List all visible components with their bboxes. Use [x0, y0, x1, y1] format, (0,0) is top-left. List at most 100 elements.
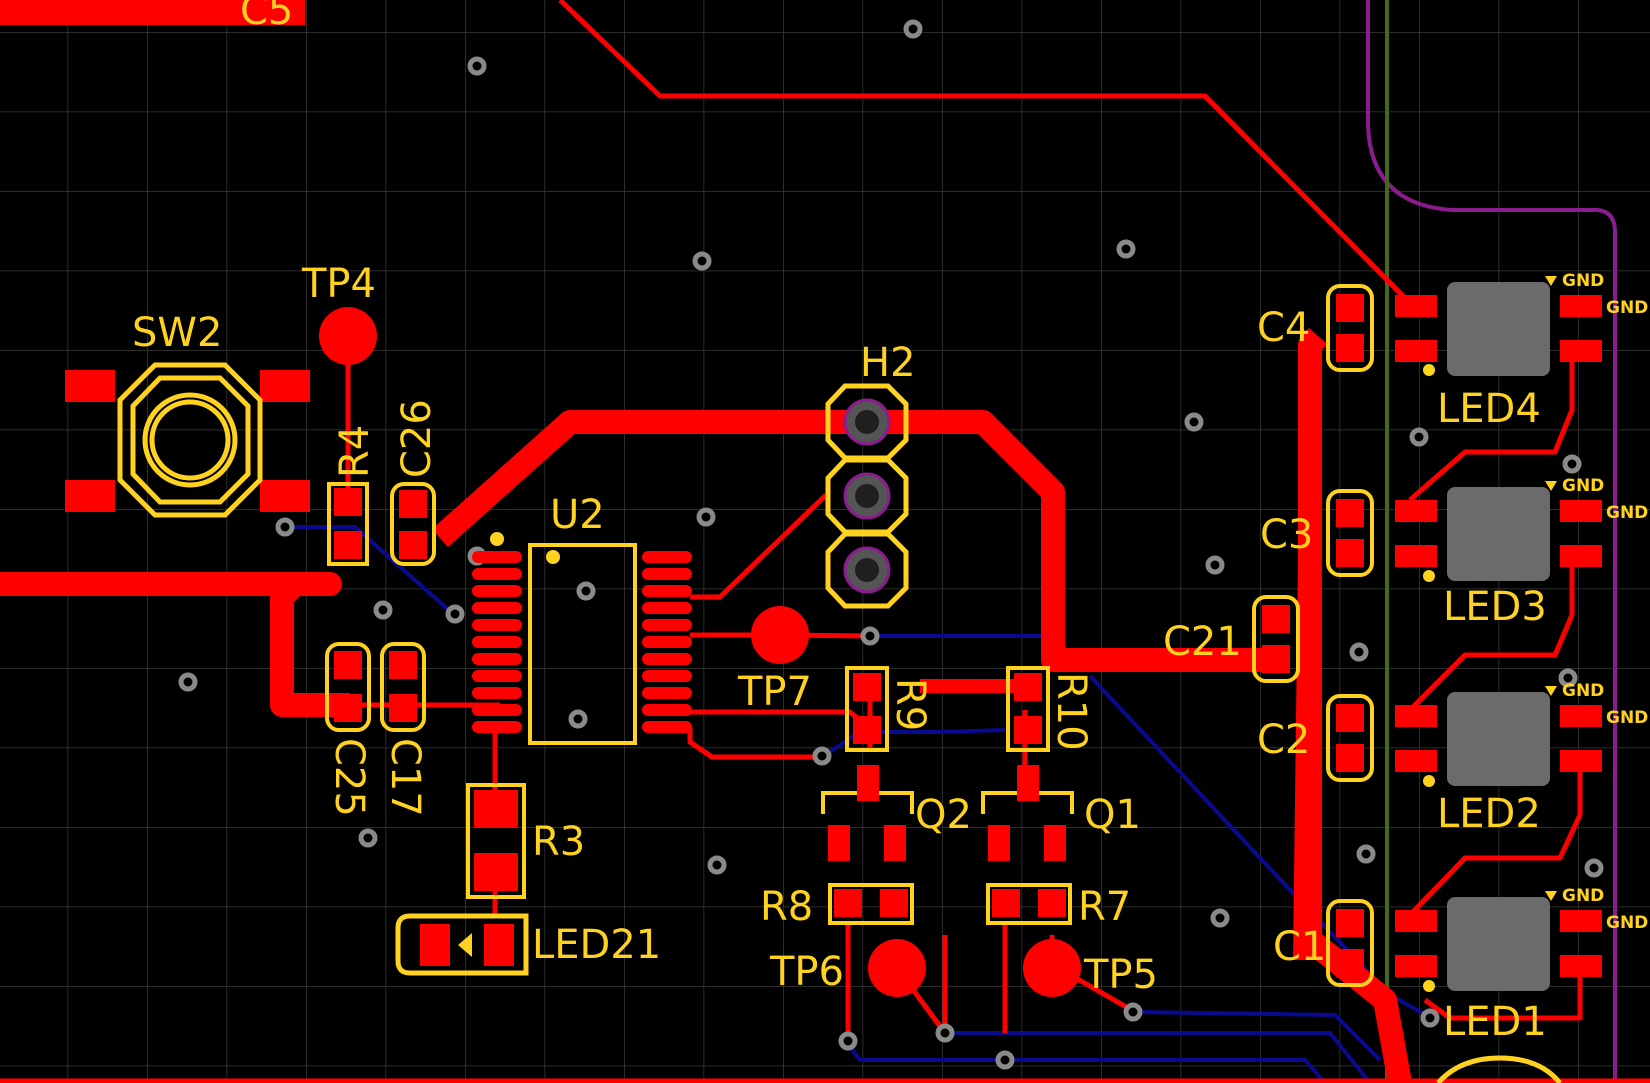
- silk-outline: [986, 883, 1072, 925]
- via: [692, 251, 712, 271]
- via: [1123, 1002, 1143, 1022]
- via: [576, 581, 596, 601]
- pad: [1560, 545, 1602, 567]
- pad: [853, 673, 881, 701]
- test-point-pad: [1023, 939, 1081, 997]
- pad: [474, 790, 518, 828]
- switch-actuator: [142, 392, 238, 488]
- r9-footprint[interactable]: [845, 666, 889, 752]
- pad: [1336, 294, 1364, 322]
- silk-outline: [466, 783, 526, 899]
- c2-footprint[interactable]: [1326, 694, 1374, 782]
- polarity-mark: [458, 933, 472, 957]
- r7-footprint[interactable]: [986, 883, 1072, 925]
- via: [1562, 454, 1582, 474]
- label-c4: C4: [1257, 305, 1310, 351]
- pad: [1336, 499, 1364, 527]
- tp5-footprint[interactable]: [1023, 939, 1081, 997]
- silk-outline: [395, 913, 529, 976]
- led-body: [1447, 897, 1550, 991]
- label-c2: C2: [1257, 717, 1310, 763]
- label-tp7: TP7: [737, 669, 812, 715]
- gnd-label: GND: [1606, 913, 1648, 933]
- via: [1184, 412, 1204, 432]
- r3-footprint[interactable]: [466, 783, 526, 899]
- silk-outline: [325, 642, 371, 732]
- partial-silk-outline: [1436, 1055, 1562, 1083]
- pad: [1395, 545, 1437, 567]
- pad: [474, 853, 518, 891]
- gnd-label: GND: [1606, 298, 1648, 318]
- pad: [1336, 539, 1364, 567]
- pad: [1395, 705, 1437, 727]
- led-body: [1447, 692, 1550, 786]
- pad: [1262, 605, 1290, 633]
- silk-outline: [845, 666, 889, 752]
- test-point-pad: [868, 939, 926, 997]
- pad: [834, 889, 862, 917]
- label-c26: C26: [394, 399, 440, 478]
- silk-outline: [825, 531, 909, 609]
- label-r8: R8: [760, 884, 813, 930]
- test-point-pad: [319, 307, 377, 365]
- c25-footprint[interactable]: [325, 642, 371, 732]
- switch-outline-inner: [130, 375, 251, 505]
- tp6-footprint[interactable]: [868, 939, 926, 997]
- via: [903, 19, 923, 39]
- label-u2: U2: [550, 492, 605, 538]
- label-r9: R9: [887, 678, 933, 731]
- via: [935, 1023, 955, 1043]
- label-r7: R7: [1078, 884, 1131, 930]
- pad: [1336, 744, 1364, 772]
- pad: [65, 480, 115, 512]
- sw2-footprint[interactable]: [65, 362, 310, 518]
- label-tp4: TP4: [301, 261, 376, 307]
- c1-footprint[interactable]: [1326, 899, 1374, 987]
- label-q2: Q2: [915, 792, 972, 838]
- c4-footprint[interactable]: [1326, 284, 1374, 372]
- pad: [1262, 645, 1290, 673]
- designator-labels: C5 TP4 SW2 R4 C26 U2 H2 C25 C17 R3 LED21…: [132, 0, 1547, 1045]
- pad: [1560, 295, 1602, 317]
- c3-footprint[interactable]: [1326, 489, 1374, 577]
- led3-footprint[interactable]: [1395, 481, 1602, 582]
- pad: [260, 480, 310, 512]
- r8-footprint[interactable]: [828, 883, 914, 925]
- via: [860, 626, 880, 646]
- led2-footprint[interactable]: [1395, 686, 1602, 787]
- u2-footprint[interactable]: [472, 532, 692, 745]
- via: [1349, 642, 1369, 662]
- via: [1584, 858, 1604, 878]
- c26-footprint[interactable]: [390, 482, 436, 566]
- switch-actuator-inner: [149, 399, 231, 481]
- label-sw2: SW2: [132, 310, 222, 356]
- pad: [389, 651, 417, 679]
- tp7-footprint[interactable]: [751, 606, 809, 664]
- c21-footprint[interactable]: [1252, 595, 1300, 683]
- q2-footprint[interactable]: [821, 765, 914, 861]
- pad: [65, 370, 115, 402]
- via: [1420, 1008, 1440, 1028]
- r4-footprint[interactable]: [327, 482, 369, 566]
- led21-footprint[interactable]: [395, 913, 529, 976]
- label-tp5: TP5: [1083, 952, 1158, 998]
- label-led21: LED21: [532, 922, 661, 968]
- via: [178, 672, 198, 692]
- pad: [1560, 340, 1602, 362]
- led4-footprint[interactable]: [1395, 276, 1602, 376]
- led-body: [1447, 487, 1550, 581]
- gnd-label: GND: [1562, 271, 1604, 291]
- c17-footprint[interactable]: [380, 642, 426, 732]
- u2-right-pads: [642, 551, 692, 733]
- q1-footprint[interactable]: [981, 765, 1074, 861]
- via: [568, 709, 588, 729]
- led-body: [1447, 282, 1550, 376]
- r10-footprint[interactable]: [1006, 666, 1050, 752]
- tp4-footprint[interactable]: [319, 307, 377, 365]
- h2-footprint[interactable]: [825, 383, 909, 609]
- pad: [484, 924, 514, 966]
- led1-footprint[interactable]: [1395, 891, 1602, 992]
- pad: [1395, 955, 1437, 977]
